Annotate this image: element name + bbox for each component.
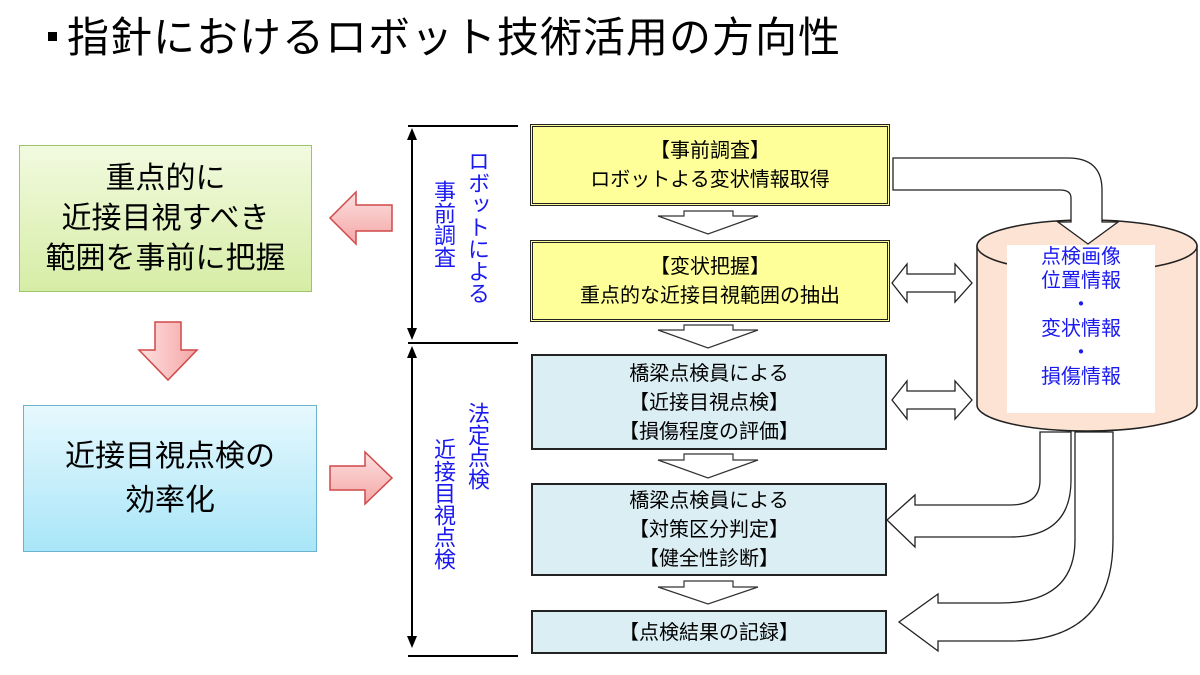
step-line: 【近接目視点検】	[629, 389, 789, 414]
curved-arrow-to-db	[892, 157, 1120, 245]
page-title-text: 指針におけるロボット技術活用の方向性	[67, 13, 842, 62]
result-line: 効率化	[125, 482, 215, 518]
db-line: 変状情報	[1041, 316, 1121, 340]
db-line: 点検画像	[1041, 244, 1121, 268]
phase-label-legal-col2: 近接目視点検	[430, 438, 455, 570]
step-line: 【損傷程度の評価】	[619, 418, 799, 443]
phase-bracket-legal	[407, 346, 518, 657]
database-contents: 点検画像 位置情報 ・ 変状情報 ・ 損傷情報	[1009, 245, 1153, 389]
step-line: 【点検結果の記録】	[619, 619, 799, 644]
step-line: 橋梁点検員による	[629, 360, 789, 385]
goal-box: 重点的に 近接目視すべき 範囲を事前に把握	[19, 145, 312, 292]
flow-arrow-2	[657, 324, 759, 349]
result-box: 近接目視点検の 効率化	[23, 405, 317, 552]
phase-bracket-robot	[407, 125, 518, 340]
goal-line: 重点的に	[105, 160, 226, 196]
bullet-icon	[48, 32, 57, 41]
red-arrow-down	[137, 321, 199, 382]
double-arrow-step2-db	[891, 262, 973, 304]
goal-line: 近接目視すべき	[61, 200, 270, 236]
step-line: 橋梁点検員による	[629, 488, 789, 512]
db-line: ・	[1071, 292, 1091, 316]
flow-arrow-3	[657, 453, 759, 479]
flow-arrow-4	[657, 580, 759, 605]
flow-step-countermeasure-judgment: 橋梁点検員による 【対策区分判定】 【健全性診断】	[531, 483, 887, 576]
step-line: 【変状把握】	[650, 254, 770, 278]
curved-arrow-db-to-step5	[897, 431, 1114, 653]
red-arrow-left	[328, 190, 393, 246]
flow-step-deformation-grasp: 【変状把握】 重点的な近接目視範囲の抽出	[530, 240, 890, 322]
double-arrow-step3-db	[891, 379, 973, 421]
step-line: 【事前調査】	[650, 138, 770, 162]
result-line: 近接目視点検の	[65, 438, 275, 474]
page-title: 指針におけるロボット技術活用の方向性	[48, 8, 841, 68]
db-line: 位置情報	[1041, 268, 1121, 292]
db-line: 損傷情報	[1041, 364, 1121, 388]
step-line: 重点的な近接目視範囲の抽出	[580, 283, 840, 307]
curved-arrow-db-to-step4	[886, 431, 1072, 549]
phase-label-legal-col1: 法定点検	[464, 402, 489, 490]
step-line: 【対策区分判定】	[629, 517, 789, 541]
flow-step-record-results: 【点検結果の記録】	[531, 610, 887, 654]
goal-line: 範囲を事前に把握	[45, 240, 286, 276]
database-cylinder	[976, 219, 1198, 432]
step-line: ロボットよる変状情報取得	[590, 167, 830, 191]
red-arrow-right	[329, 450, 394, 506]
step-line: 【健全性診断】	[639, 546, 779, 570]
phase-label-robot-col1: ロボットによる	[464, 150, 489, 304]
db-line: ・	[1071, 340, 1091, 364]
flow-step-close-visual-inspection: 橋梁点検員による 【近接目視点検】 【損傷程度の評価】	[531, 354, 887, 450]
phase-label-robot-col2: 事前調査	[430, 180, 455, 268]
flow-step-pre-survey: 【事前調査】 ロボットよる変状情報取得	[530, 124, 890, 206]
flow-arrow-1	[657, 210, 759, 235]
